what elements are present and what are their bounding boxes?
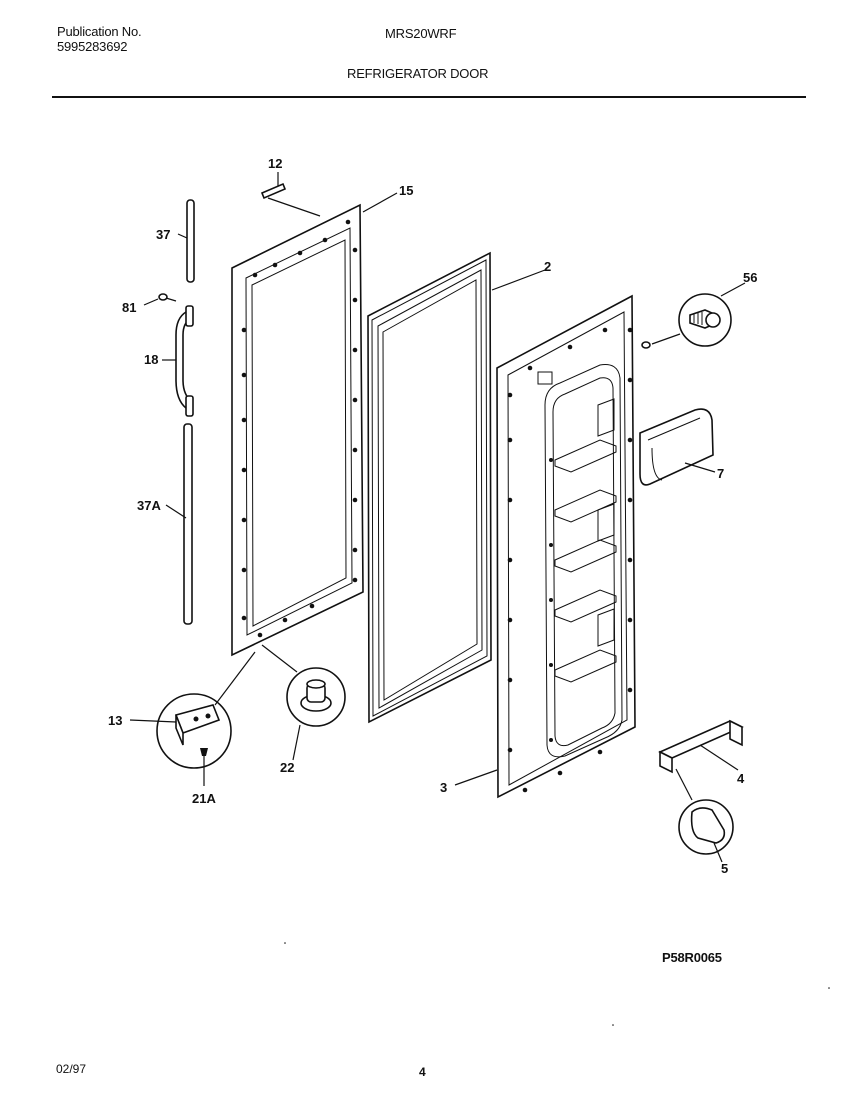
callout-4: 4 — [737, 771, 745, 786]
part-81-screw — [143, 293, 177, 306]
part-56-screw-detail — [641, 282, 746, 349]
liner-shelves — [554, 398, 617, 683]
part-3-door-liner — [454, 294, 636, 799]
callout-3: 3 — [440, 780, 447, 795]
model-number: MRS20WRF — [385, 26, 457, 41]
callout-21a: 21A — [192, 791, 216, 806]
part-22-bushing-detail — [261, 644, 346, 761]
publication-label: Publication No. — [57, 24, 142, 39]
callout-81: 81 — [122, 300, 136, 315]
diagram-code: P58R0065 — [662, 950, 722, 965]
callout-56: 56 — [743, 270, 757, 285]
part-5-clip-detail — [678, 799, 734, 863]
callout-13: 13 — [108, 713, 122, 728]
callout-5: 5 — [721, 861, 728, 876]
part-18-door-handle — [162, 305, 194, 417]
part-4-spacer — [658, 719, 744, 801]
footer-date: 02/97 — [56, 1062, 87, 1076]
part-13-hinge-detail — [129, 651, 256, 786]
section-title: REFRIGERATOR DOOR — [347, 66, 489, 81]
callout-22: 22 — [280, 760, 294, 775]
callout-2: 2 — [544, 259, 551, 274]
header-divider — [52, 96, 806, 98]
part-7-bin-cover — [639, 408, 716, 486]
publication-number: 5995283692 — [57, 39, 128, 54]
page-number: 4 — [419, 1065, 426, 1079]
callout-15: 15 — [399, 183, 413, 198]
callout-37a: 37A — [137, 498, 161, 513]
part-15-door-frame — [231, 203, 364, 657]
part-12-bracket — [260, 172, 321, 217]
callout-18: 18 — [144, 352, 158, 367]
part-37a-trim-bottom — [165, 423, 193, 625]
part-2-door-gasket — [367, 251, 546, 724]
callout-12: 12 — [268, 156, 282, 171]
part-37-trim-top — [177, 199, 195, 283]
callout-37: 37 — [156, 227, 170, 242]
callout-7: 7 — [717, 466, 724, 481]
